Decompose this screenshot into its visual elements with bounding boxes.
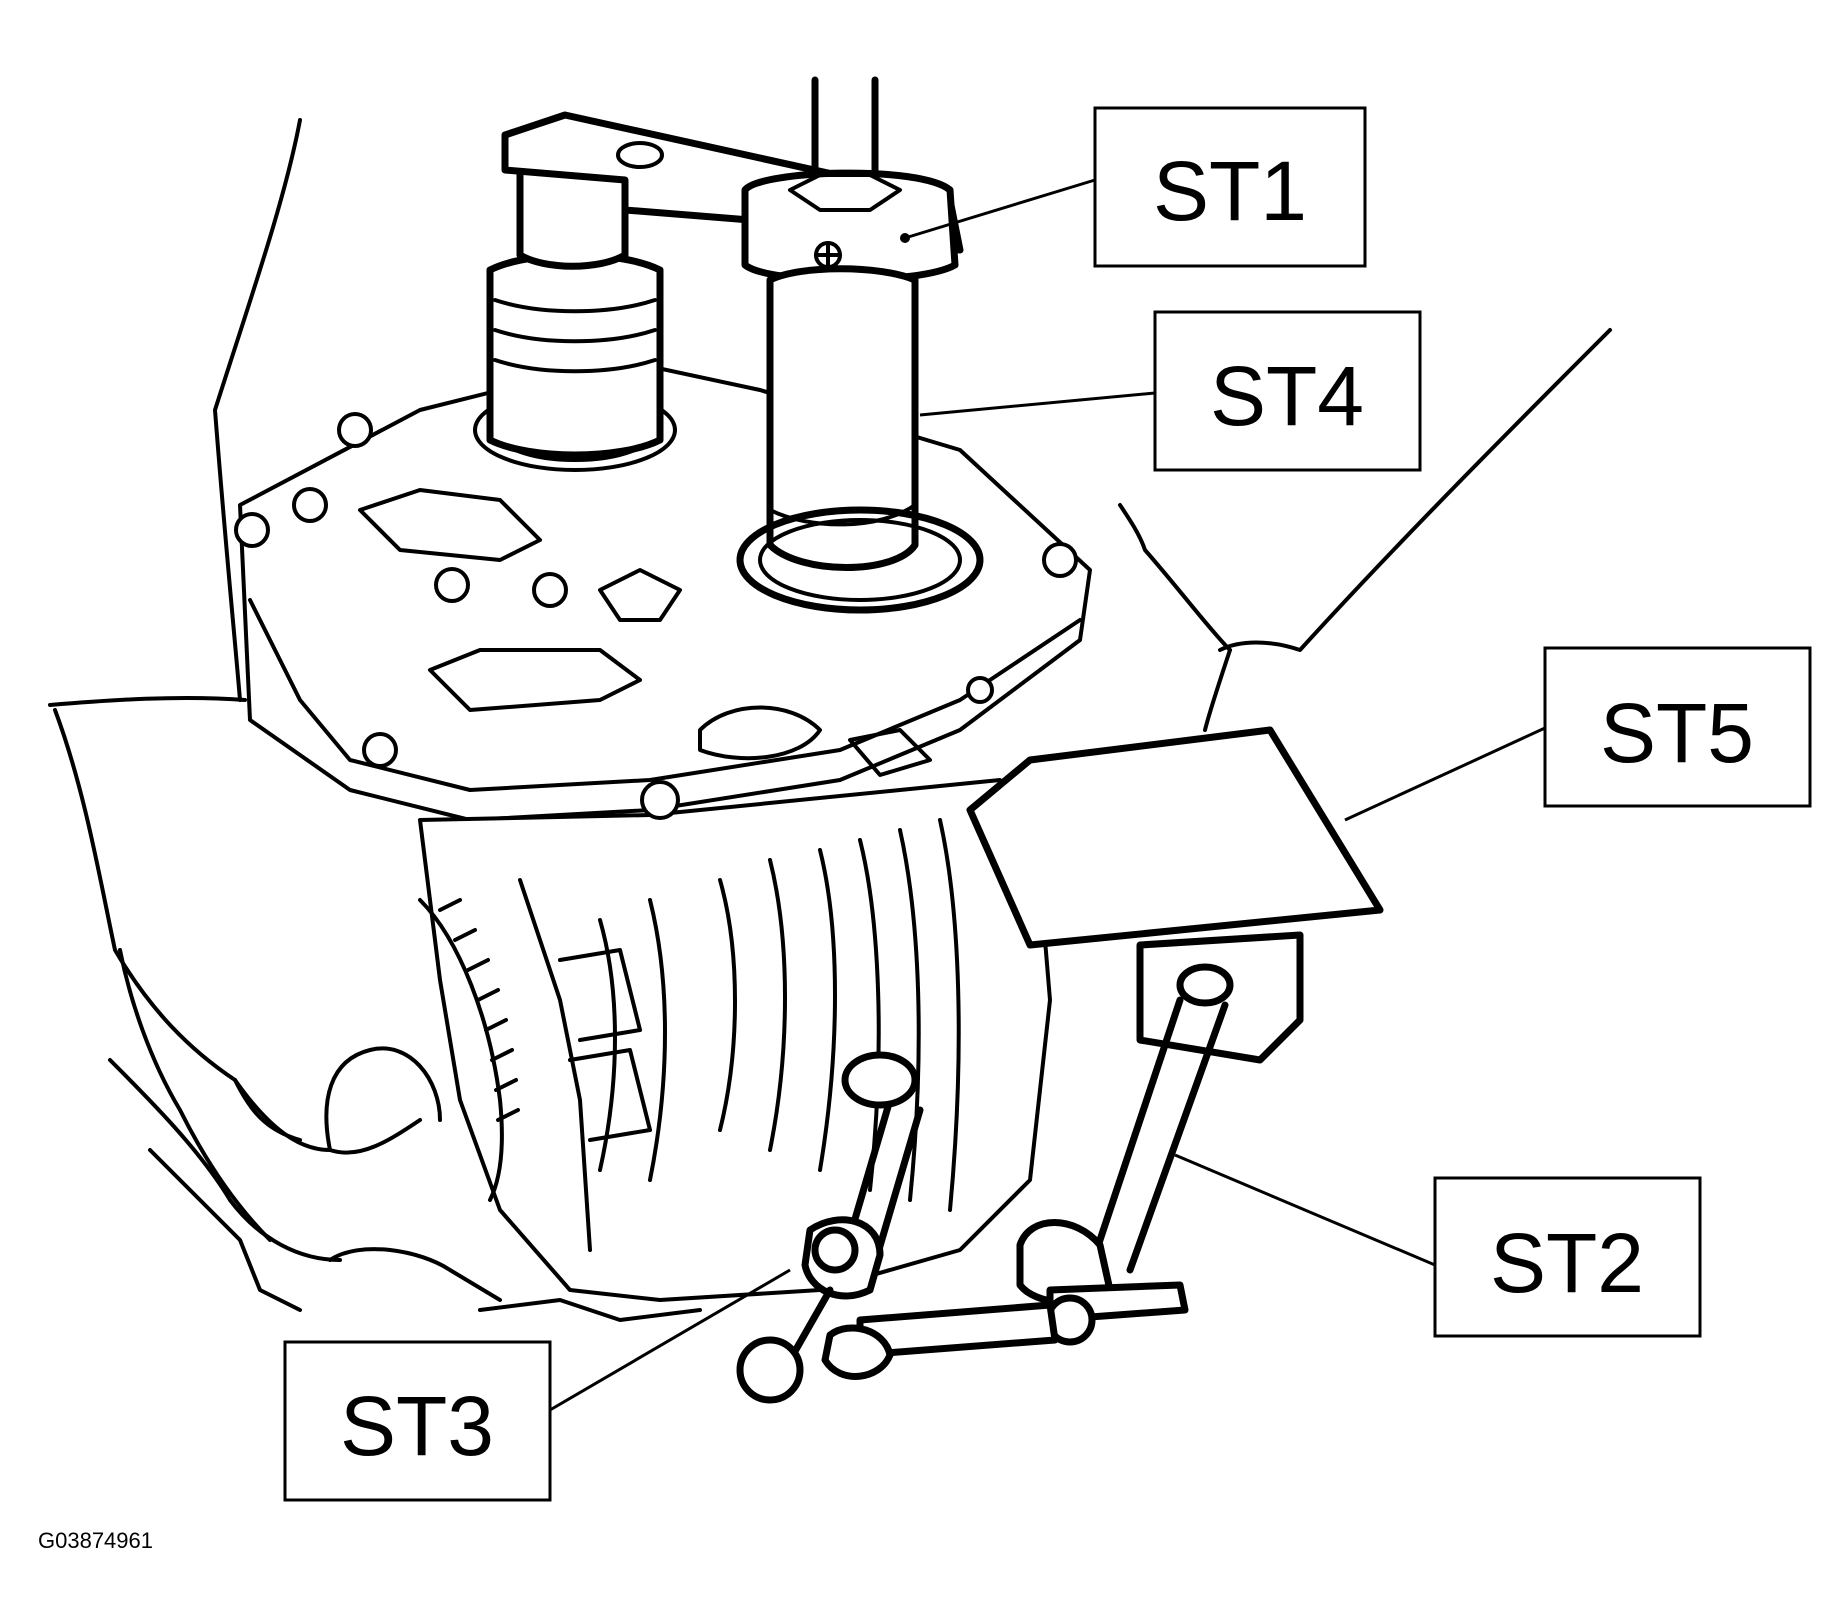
callout-st3: ST3 [283,1340,552,1502]
st3-leader [549,1268,791,1412]
st3-label: ST3 [340,1379,494,1473]
st5-label: ST5 [1600,686,1754,780]
st1-leader [904,178,1096,240]
lower-fixture-outline [108,1058,702,1322]
st2-label: ST2 [1490,1216,1644,1310]
st2-bolt [1016,963,1234,1346]
transmission-illustration [48,76,1612,1404]
st4-label: ST4 [1210,349,1364,443]
st1-st4-tool [501,76,984,614]
callout-st4: ST4 [1153,310,1422,472]
transmission-case [234,358,1092,1302]
left-hand-outline [48,118,442,1242]
left-bearing-puller [473,166,677,472]
right-hand-outline [1118,328,1612,732]
st5-leader [1344,726,1546,822]
callout-st1: ST1 [1093,106,1367,268]
st1-label: ST1 [1153,144,1307,238]
st4-leader [919,391,1156,417]
st3-puller [736,1051,1059,1404]
figure-id: G03874961 [38,1528,153,1553]
leader-lines [549,178,1546,1412]
st2-leader [1174,1153,1436,1267]
callout-st2: ST2 [1433,1176,1702,1338]
callout-st5: ST5 [1543,646,1812,808]
